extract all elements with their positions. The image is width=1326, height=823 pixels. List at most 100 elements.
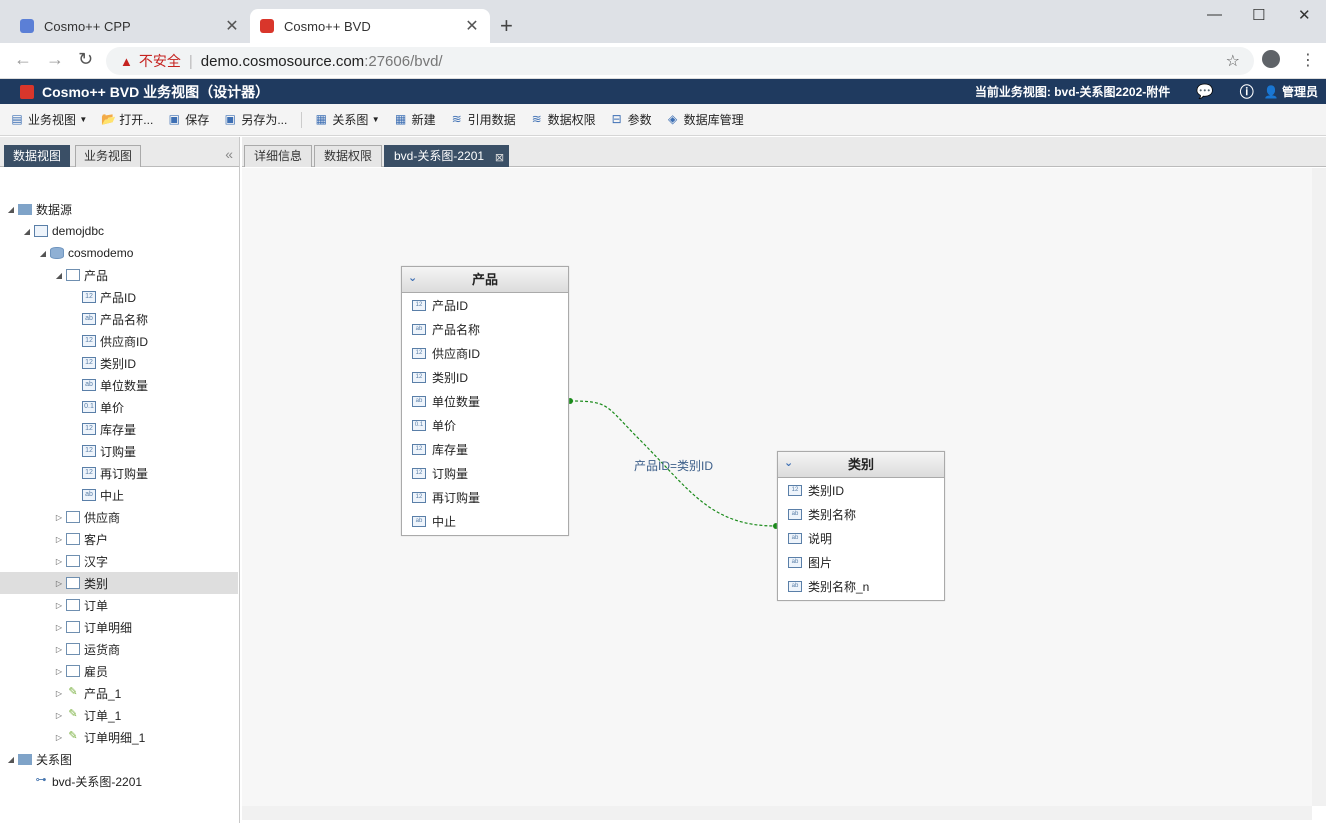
tab-relation-diagram[interactable]: bvd-关系图-2201⊠	[384, 145, 510, 167]
tree-node-view[interactable]: ▷✎订单_1	[54, 704, 121, 726]
business-view-menu-button[interactable]: ▤业务视图 ▼	[10, 111, 87, 128]
close-window-icon[interactable]: ✕	[1298, 7, 1311, 24]
tab-details[interactable]: 详细信息	[244, 145, 313, 167]
info-icon[interactable]: ⓘ	[1239, 83, 1254, 100]
collapse-panel-icon[interactable]: «	[225, 146, 233, 162]
tree-node-table[interactable]: ▷运货商	[54, 638, 120, 660]
relation-label[interactable]: 产品ID=类别ID	[634, 459, 714, 473]
browser-tab-bvd[interactable]: Cosmo++ BVD ✕	[250, 9, 490, 43]
tree-node-view[interactable]: ▷✎订单明细_1	[54, 726, 145, 748]
entity-header[interactable]: ⌄类别	[778, 452, 944, 478]
tree-node-table[interactable]: ▷客户	[54, 528, 108, 550]
tab-data-permission[interactable]: 数据权限	[314, 145, 383, 167]
minimize-icon[interactable]: —	[1207, 6, 1222, 23]
tree-node-schema[interactable]: ◢cosmodemo	[38, 242, 133, 264]
collapsed-arrow-icon[interactable]: ▷	[55, 688, 63, 698]
collapsed-arrow-icon[interactable]: ▷	[55, 512, 63, 522]
expanded-arrow-icon[interactable]: ◢	[39, 248, 47, 258]
tab-data-view[interactable]: 数据视图	[4, 145, 71, 167]
close-tab-icon[interactable]: ✕	[225, 18, 239, 35]
tree-node-relations-folder[interactable]: ◢关系图	[6, 748, 72, 770]
tree-node-connection[interactable]: ◢demojdbc	[22, 220, 104, 242]
tree-node-table-selected[interactable]: ▷类别	[54, 572, 108, 594]
tree-node-table-product[interactable]: ◢产品	[54, 264, 108, 286]
collapsed-arrow-icon[interactable]: ▷	[55, 644, 63, 654]
data-permission-button[interactable]: ≋数据权限	[530, 111, 596, 128]
bookmark-star-icon[interactable]: ☆	[1225, 53, 1240, 70]
entity-header[interactable]: ⌄产品	[402, 267, 568, 293]
maximize-icon[interactable]: ☐	[1252, 7, 1266, 24]
save-button[interactable]: ▣保存	[167, 111, 210, 128]
collapsed-arrow-icon[interactable]: ▷	[55, 666, 63, 676]
collapse-double-chevron-icon[interactable]: ⌄	[784, 457, 794, 469]
collapsed-arrow-icon[interactable]: ▷	[55, 710, 63, 720]
close-tab-icon[interactable]: ✕	[465, 18, 479, 35]
tree-node-table[interactable]: ▷雇员	[54, 660, 108, 682]
horizontal-scrollbar[interactable]	[242, 806, 1312, 820]
tree-node-table[interactable]: ▷汉字	[54, 550, 108, 572]
collapse-double-chevron-icon[interactable]: ⌄	[408, 272, 418, 284]
account-icon[interactable]	[1262, 50, 1280, 68]
open-button[interactable]: 📂打开...	[101, 111, 153, 128]
collapsed-arrow-icon[interactable]: ▷	[55, 622, 63, 632]
reference-data-button[interactable]: ≋引用数据	[450, 111, 516, 128]
tab-business-view[interactable]: 业务视图	[75, 145, 142, 167]
database-manage-button[interactable]: ◈数据库管理	[666, 111, 744, 128]
parameters-button[interactable]: ⊟参数	[610, 111, 652, 128]
back-icon[interactable]: ←	[14, 49, 32, 69]
url-input[interactable]: ▲ 不安全 | demo.cosmosource.com:27606/bvd/ …	[106, 47, 1254, 75]
tree-node-table[interactable]: ▷订单明细	[54, 616, 132, 638]
close-tab-icon[interactable]: ⊠	[494, 152, 505, 164]
browser-menu-icon[interactable]: ⋮	[1300, 52, 1316, 69]
expanded-arrow-icon[interactable]: ◢	[55, 270, 63, 280]
tree-node-table[interactable]: ▷供应商	[54, 506, 120, 528]
new-button[interactable]: ▦新建	[394, 111, 436, 128]
reload-icon[interactable]: ↻	[78, 49, 94, 69]
tree-node-table[interactable]: ▷订单	[54, 594, 108, 616]
browser-tab-cpp[interactable]: Cosmo++ CPP ✕	[10, 9, 250, 43]
collapsed-arrow-icon[interactable]: ▷	[55, 578, 63, 588]
vertical-scrollbar[interactable]	[1312, 168, 1326, 806]
user-menu[interactable]: 👤 管理员	[1264, 83, 1318, 100]
tree-node-view[interactable]: ▷✎产品_1	[54, 682, 121, 704]
expanded-arrow-icon[interactable]: ◢	[7, 204, 15, 214]
tree-node-datasource[interactable]: ◢数据源	[6, 198, 72, 220]
expanded-arrow-icon[interactable]: ◢	[23, 226, 31, 236]
forward-icon[interactable]: →	[46, 49, 64, 69]
collapsed-arrow-icon[interactable]: ▷	[55, 534, 63, 544]
collapsed-arrow-icon[interactable]: ▷	[55, 600, 63, 610]
collapsed-arrow-icon[interactable]: ▷	[55, 732, 63, 742]
tree-node-relation-diagram[interactable]: ⊶bvd-关系图-2201	[34, 770, 143, 792]
collapsed-arrow-icon[interactable]: ▷	[55, 556, 63, 566]
new-tab-button[interactable]: +	[500, 13, 513, 38]
chat-icon[interactable]: 💬	[1196, 83, 1214, 99]
relation-diagram-menu-button[interactable]: ▦关系图 ▼	[314, 111, 380, 128]
